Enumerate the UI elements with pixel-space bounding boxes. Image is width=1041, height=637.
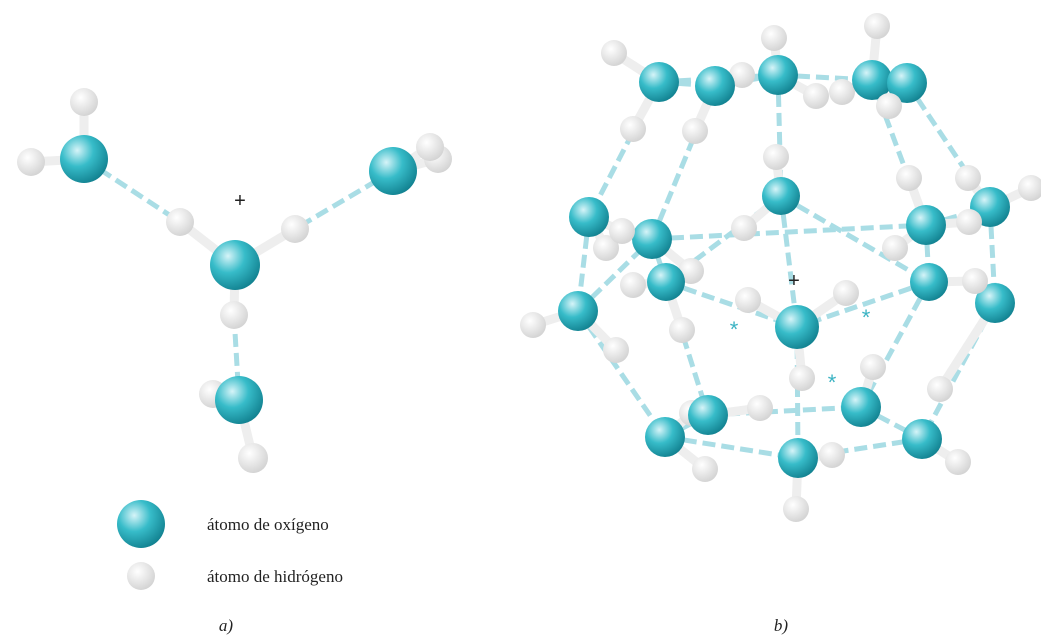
oxygen-atom: [762, 177, 800, 215]
oxygen-atom: [852, 60, 892, 100]
hydrogen-atom: [603, 337, 629, 363]
hydrogen-atom: [735, 287, 761, 313]
hydrogen-atom: [166, 208, 194, 236]
hydrogen-atom: [803, 83, 829, 109]
hydrogen-bond: [858, 280, 932, 409]
hydrogen-atom: [620, 272, 646, 298]
oxygen-atom: [975, 283, 1015, 323]
legend-oxygen-label: átomo de oxígeno: [207, 515, 329, 534]
oxygen-atom: [841, 387, 881, 427]
hydrogen-atom: [281, 215, 309, 243]
hydrogen-atom: [945, 449, 971, 475]
hydrogen-bond: [779, 193, 931, 285]
legend-oxygen-swatch: [117, 500, 165, 548]
asterisk-marker-bottom: *: [828, 370, 837, 395]
oxygen-atom: [569, 197, 609, 237]
hydrogen-atom: [819, 442, 845, 468]
oxygen-atom: [695, 66, 735, 106]
oxygen-atom: [778, 438, 818, 478]
oxygen-atom: [902, 419, 942, 459]
hydrogen-atom: [220, 301, 248, 329]
hydrogen-atom: [682, 118, 708, 144]
hydrogen-atom: [864, 13, 890, 39]
center-plus-marker-b: +: [788, 270, 800, 292]
hydrogen-atom: [882, 235, 908, 261]
panel-a-label: a): [219, 616, 234, 635]
oxygen-atom: [775, 305, 819, 349]
oxygen-atom: [632, 219, 672, 259]
hydrogen-atom: [729, 62, 755, 88]
center-plus-marker-a: +: [234, 190, 246, 212]
legend-hydrogen-label: átomo de hidrógeno: [207, 567, 343, 586]
hydrogen-atom: [609, 218, 635, 244]
hydrogen-bond: [796, 279, 930, 330]
hydrogen-atom: [1018, 175, 1041, 201]
hydrogen-atom: [17, 148, 45, 176]
hydrogen-atom: [896, 165, 922, 191]
hydrogen-atom: [783, 496, 809, 522]
panel-b-clathrate-cage: [520, 13, 1041, 522]
hydrogen-atom: [876, 93, 902, 119]
hydrogen-atom: [601, 40, 627, 66]
hydrogen-bond: [664, 434, 799, 461]
hydrogen-atom: [416, 133, 444, 161]
oxygen-atom: [645, 417, 685, 457]
hydrogen-atom: [692, 456, 718, 482]
hydrogen-atom: [829, 79, 855, 105]
hydrogen-bond: [651, 222, 927, 242]
oxygen-atom: [688, 395, 728, 435]
hydrogen-atom: [962, 268, 988, 294]
hydrogen-atom: [860, 354, 886, 380]
asterisk-marker-left: *: [730, 317, 739, 342]
legend: átomo de oxígeno átomo de hidrógeno: [117, 500, 343, 590]
hydrogen-bond: [778, 195, 800, 328]
oxygen-atom: [758, 55, 798, 95]
oxygen-atom: [887, 63, 927, 103]
oxygen-atom: [647, 263, 685, 301]
hydrogen-atom: [520, 312, 546, 338]
panel-a-tetrahedral-water-cluster: [17, 88, 452, 473]
oxygen-atom: [558, 291, 598, 331]
hydrogen-atom: [833, 280, 859, 306]
hydrogen-atom: [789, 365, 815, 391]
hydrogen-bond: [231, 314, 242, 401]
oxygen-atom: [910, 263, 948, 301]
oxygen-atom: [639, 62, 679, 102]
hydrogen-atom: [238, 443, 268, 473]
oxygen-atom: [906, 205, 946, 245]
hydrogen-atom: [669, 317, 695, 343]
hydrogen-atom: [927, 376, 953, 402]
hydrogen-atom: [593, 235, 619, 261]
hydrogen-atom: [70, 88, 98, 116]
hydrogen-atom: [620, 116, 646, 142]
hydrogen-atom: [731, 215, 757, 241]
hydrogen-atom: [747, 395, 773, 421]
oxygen-atom: [215, 376, 263, 424]
hydrogen-atom: [956, 209, 982, 235]
oxygen-atom: [60, 135, 108, 183]
asterisk-marker-right: *: [862, 305, 871, 330]
panel-b-label: b): [774, 616, 789, 635]
hydrogen-atom: [761, 25, 787, 51]
oxygen-atom: [369, 147, 417, 195]
hydrogen-atom: [678, 258, 704, 284]
legend-hydrogen-swatch: [127, 562, 155, 590]
hydrogen-atom: [955, 165, 981, 191]
hydrogen-atom: [763, 144, 789, 170]
oxygen-atom: [210, 240, 260, 290]
